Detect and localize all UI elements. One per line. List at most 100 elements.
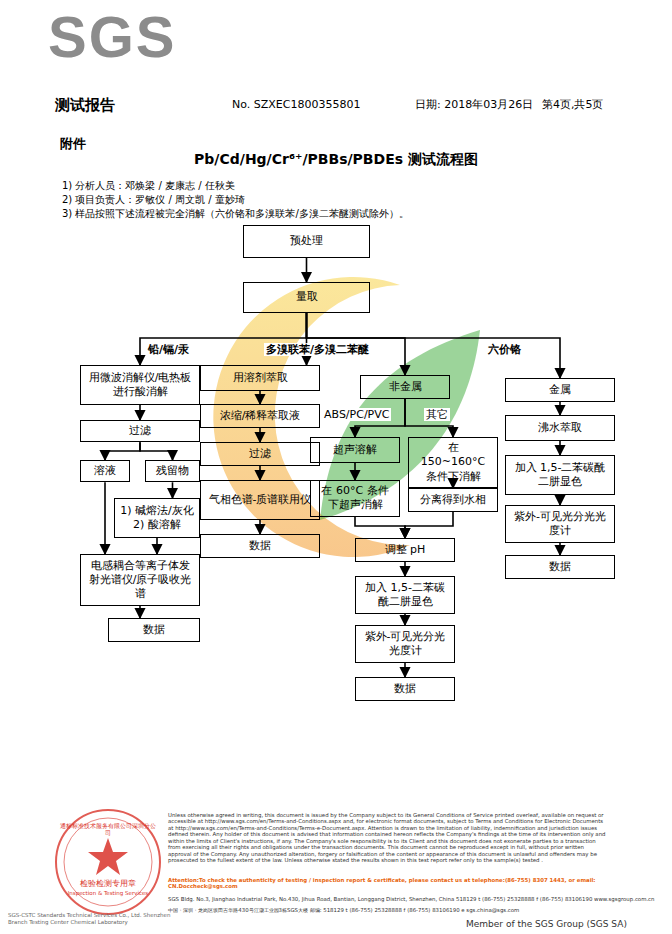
process-box: 加入 1,5-二苯碳酰二肼显色 <box>505 455 615 495</box>
authenticity-notice: Attention:To check the authenticity of t… <box>168 877 608 890</box>
flow-arrow <box>559 402 561 415</box>
box-text: 超声溶解 <box>333 443 377 457</box>
box-text: 金属 <box>549 383 571 397</box>
branch-label: 铅/镉/汞 <box>146 343 191 356</box>
box-text: 电感耦合等离子体发射光谱仪/原子吸收光谱 <box>86 559 194 602</box>
box-text: 用微波消解仪/电热板进行酸消解 <box>86 371 194 400</box>
flow-arrow <box>140 313 307 365</box>
process-box: 用溶剂萃取 <box>200 365 320 391</box>
box-text: 数据 <box>394 682 416 696</box>
branch-label: 多溴联苯/多溴二苯醚 <box>264 343 371 356</box>
address-line: 中国 · 深圳 · 龙岗区坂田吉华路430号江灏工业园3栋SGS大楼 邮编: 5… <box>168 907 519 913</box>
stamp-text: 检验检测专用章 <box>68 879 148 889</box>
process-box: 用微波消解仪/电热板进行酸消解 <box>80 365 200 405</box>
box-text: 在 150~160°C 条件下消解 <box>414 441 492 484</box>
box-text: 加入 1,5-二苯碳酰二肼显色 <box>511 461 609 490</box>
process-box: 调整 pH <box>355 538 455 562</box>
flow-arrow <box>259 520 261 534</box>
note-line: 3) 样品按照下述流程被完全消解（六价铬和多溴联苯/多溴二苯醚测试除外）。 <box>62 208 409 220</box>
laboratory-name: SGS-CSTC Standards Technical Services Co… <box>8 912 178 925</box>
box-text: 用溶剂萃取 <box>233 371 288 385</box>
process-box: 电感耦合等离子体发射光谱仪/原子吸收光谱 <box>80 554 200 606</box>
report-number: No. SZXEC1800355801 <box>232 98 360 111</box>
flow-arrow <box>559 441 561 455</box>
box-text: 1) 碱熔法/灰化 2) 酸溶解 <box>120 504 194 533</box>
note-line: 2) 项目负责人：罗敏仪 / 周文凯 / 童妙琦 <box>62 194 245 206</box>
chart-title: Pb/Cd/Hg/Cr⁶⁺/PBBs/PBDEs 测试流程图 <box>0 151 672 168</box>
box-text: 量取 <box>296 290 318 304</box>
flow-arrow <box>139 606 141 618</box>
watermark-crescent <box>213 277 410 557</box>
flow-arrow <box>259 391 261 404</box>
flow-arrow <box>139 405 141 420</box>
process-box: 量取 <box>243 282 370 313</box>
group-membership: Member of the SGS Group (SGS SA) <box>466 919 627 930</box>
flow-arrow <box>306 258 308 282</box>
process-box: 气相色谱-质谱联用仪 <box>200 480 320 520</box>
flow-arrow <box>404 562 406 576</box>
process-box: 紫外-可见光分光光度计 <box>355 625 455 663</box>
process-box: 过滤 <box>200 442 320 466</box>
box-text: 分离得到水相 <box>420 493 486 507</box>
process-box: 数据 <box>505 555 615 579</box>
flow-arrow <box>104 482 106 554</box>
process-box: 过滤 <box>80 420 200 442</box>
legal-fine-print: Unless otherwise agreed in writing, this… <box>168 812 608 864</box>
box-text: 气相色谱-质谱联用仪 <box>209 493 312 507</box>
box-text: 数据 <box>143 623 165 637</box>
flow-arrow <box>404 663 406 677</box>
flow-arrow <box>355 517 405 538</box>
flow-arrow <box>105 442 140 460</box>
note-line: 1) 分析人员：邓焕梁 / 麦康志 / 任秋美 <box>62 180 235 192</box>
process-box: 超声溶解 <box>310 437 400 463</box>
report-heading: 测试报告 <box>55 96 115 114</box>
box-text: 浓缩/稀释萃取液 <box>220 409 301 423</box>
stamp-text: Inspection & Testing Services <box>60 890 156 897</box>
box-text: 残留物 <box>156 464 189 478</box>
box-text: 加入 1,5-二苯碳酰二肼显色 <box>361 581 449 610</box>
process-box: 1) 碱熔法/灰化 2) 酸溶解 <box>114 498 200 538</box>
process-box: 数据 <box>200 534 320 558</box>
flow-arrow <box>156 538 158 554</box>
branch-label: 六价铬 <box>486 343 523 356</box>
process-box: 预处理 <box>243 225 370 258</box>
flow-arrow <box>405 512 453 538</box>
flow-arrow <box>404 614 406 625</box>
process-box: 数据 <box>355 677 455 701</box>
box-text: 过滤 <box>129 424 151 438</box>
flow-arrow <box>140 442 173 460</box>
box-text: 在 60°C 条件下超声消解 <box>316 484 394 513</box>
box-text: 非金属 <box>389 380 422 394</box>
box-text: 紫外-可见光分光光度计 <box>361 630 449 659</box>
branch-label: ABS/PC/PVC <box>322 408 391 421</box>
box-text: 过滤 <box>249 447 271 461</box>
flow-arrow <box>559 495 561 505</box>
process-box: 加入 1,5-二苯碳酰二肼显色 <box>355 576 455 614</box>
process-box: 紫外-可见光分光光度计 <box>505 505 615 543</box>
page-number: 第4页,共5页 <box>542 98 604 111</box>
process-box: 浓缩/稀释萃取液 <box>200 404 320 428</box>
process-box: 在 60°C 条件下超声消解 <box>310 480 400 517</box>
process-box: 溶液 <box>80 460 130 482</box>
address-line: SGS Bldg. No.3, Jianghao Industrial Park… <box>168 896 655 902</box>
process-box: 金属 <box>505 378 615 402</box>
report-date: 日期: 2018年03月26日 <box>415 98 533 111</box>
box-text: 调整 pH <box>385 543 426 557</box>
stamp-ring-text: 通标标准技术服务有限公司深圳分公司 <box>58 822 158 836</box>
inspection-stamp <box>56 810 160 914</box>
process-box: 在 150~160°C 条件下消解 <box>408 437 498 488</box>
flow-arrow <box>405 399 453 437</box>
flow-arrow <box>172 482 174 498</box>
company-logo: SGS <box>48 2 177 72</box>
annex-heading: 附件 <box>60 136 86 152</box>
flow-arrow <box>259 428 261 442</box>
process-box: 残留物 <box>145 460 200 482</box>
flow-arrow <box>259 466 261 480</box>
process-box: 分离得到水相 <box>408 488 498 512</box>
process-box: 沸水萃取 <box>505 415 615 441</box>
box-text: 数据 <box>249 539 271 553</box>
process-box: 数据 <box>108 618 200 642</box>
box-text: 溶液 <box>94 464 116 478</box>
process-box: 非金属 <box>360 375 450 399</box>
box-text: 紫外-可见光分光光度计 <box>511 510 609 539</box>
